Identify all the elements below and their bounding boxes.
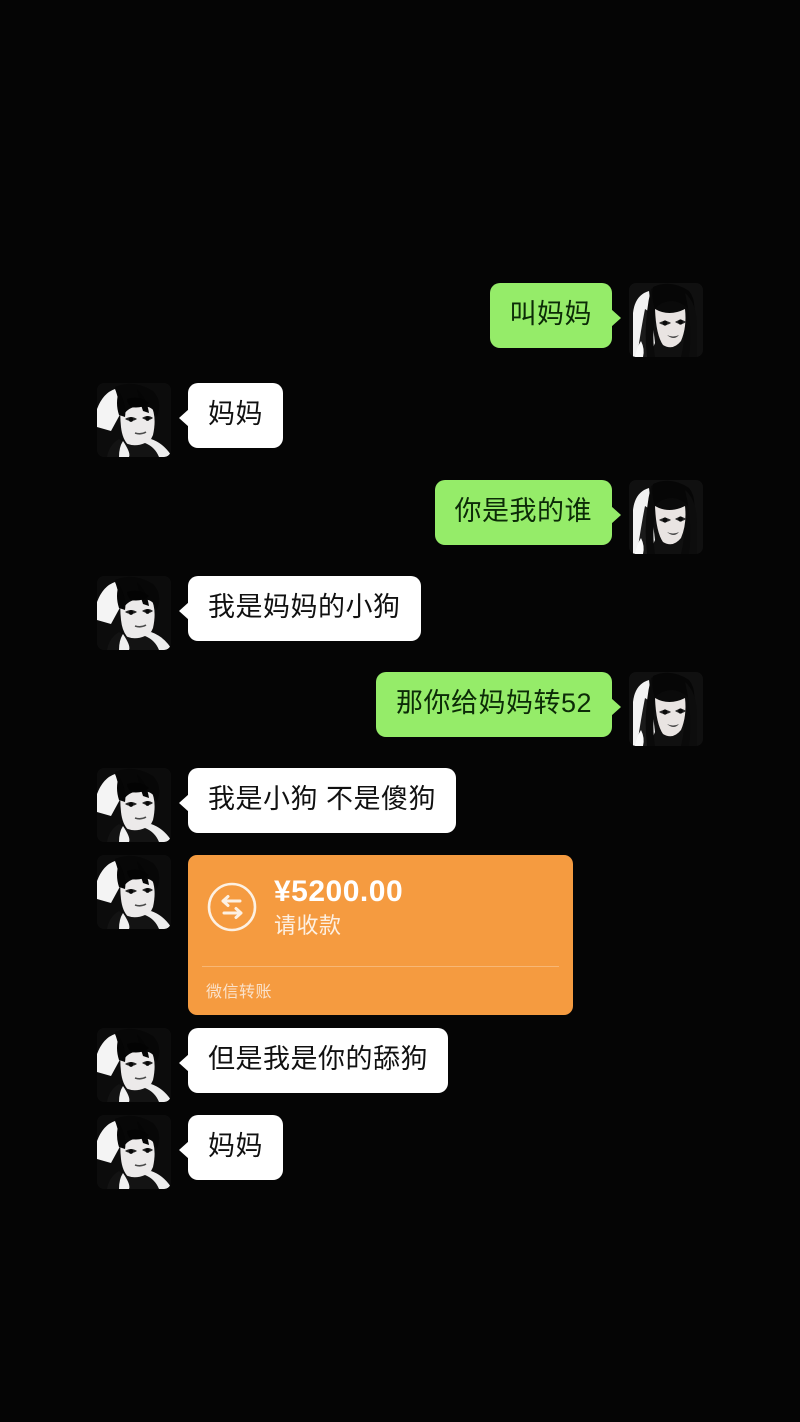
incoming-message-bubble[interactable]: 我是小狗 不是傻狗 — [178, 768, 457, 834]
message-row: ¥5200.00 请收款微信转账 — [0, 855, 800, 1015]
avatar-male-anime[interactable] — [97, 768, 171, 842]
avatar-male-anime[interactable] — [97, 1027, 171, 1102]
incoming-message-bubble[interactable]: 妈妈 — [179, 383, 283, 449]
message-row: 叫妈妈 — [0, 283, 800, 357]
avatar-male-anime[interactable] — [97, 576, 171, 650]
message-list[interactable]: 叫妈妈 — [0, 0, 800, 1189]
avatar-female-anime[interactable] — [629, 480, 703, 554]
avatar-male-anime[interactable] — [97, 1114, 171, 1189]
avatar-male-anime[interactable] — [97, 855, 171, 929]
avatar-female-anime[interactable] — [629, 672, 703, 746]
outgoing-message-bubble[interactable]: 你是我的谁 — [434, 480, 621, 546]
transfer-arrows-icon — [206, 881, 258, 933]
transfer-amount: ¥5200.00 — [274, 875, 404, 908]
message-row: 那你给妈妈转52 — [0, 672, 800, 746]
message-row: 但是我是你的舔狗 — [0, 1027, 800, 1102]
avatar-female-anime[interactable] — [629, 283, 703, 357]
transfer-divider — [202, 965, 559, 967]
transfer-status: 请收款 — [274, 913, 342, 938]
message-row: 我是妈妈的小狗 — [0, 576, 800, 650]
transfer-card[interactable]: ¥5200.00 请收款微信转账 — [188, 855, 573, 1015]
message-row: 妈妈 — [0, 1114, 800, 1189]
incoming-message-bubble[interactable]: 但是我是你的舔狗 — [179, 1027, 448, 1093]
message-row: 你是我的谁 — [0, 480, 800, 554]
message-row: 妈妈 — [0, 383, 800, 457]
transfer-text-group: ¥5200.00 请收款 — [274, 875, 403, 940]
outgoing-message-bubble[interactable]: 叫妈妈 — [489, 283, 621, 349]
incoming-message-bubble[interactable]: 妈妈 — [179, 1114, 283, 1180]
message-row: 我是小狗 不是傻狗 — [0, 768, 800, 842]
avatar-male-anime[interactable] — [97, 383, 171, 457]
incoming-message-bubble[interactable]: 我是妈妈的小狗 — [179, 576, 421, 642]
transfer-footer-label: 微信转账 — [206, 983, 273, 1001]
outgoing-message-bubble[interactable]: 那你给妈妈转52 — [375, 672, 622, 738]
transfer-card-body: ¥5200.00 请收款 — [188, 855, 573, 966]
